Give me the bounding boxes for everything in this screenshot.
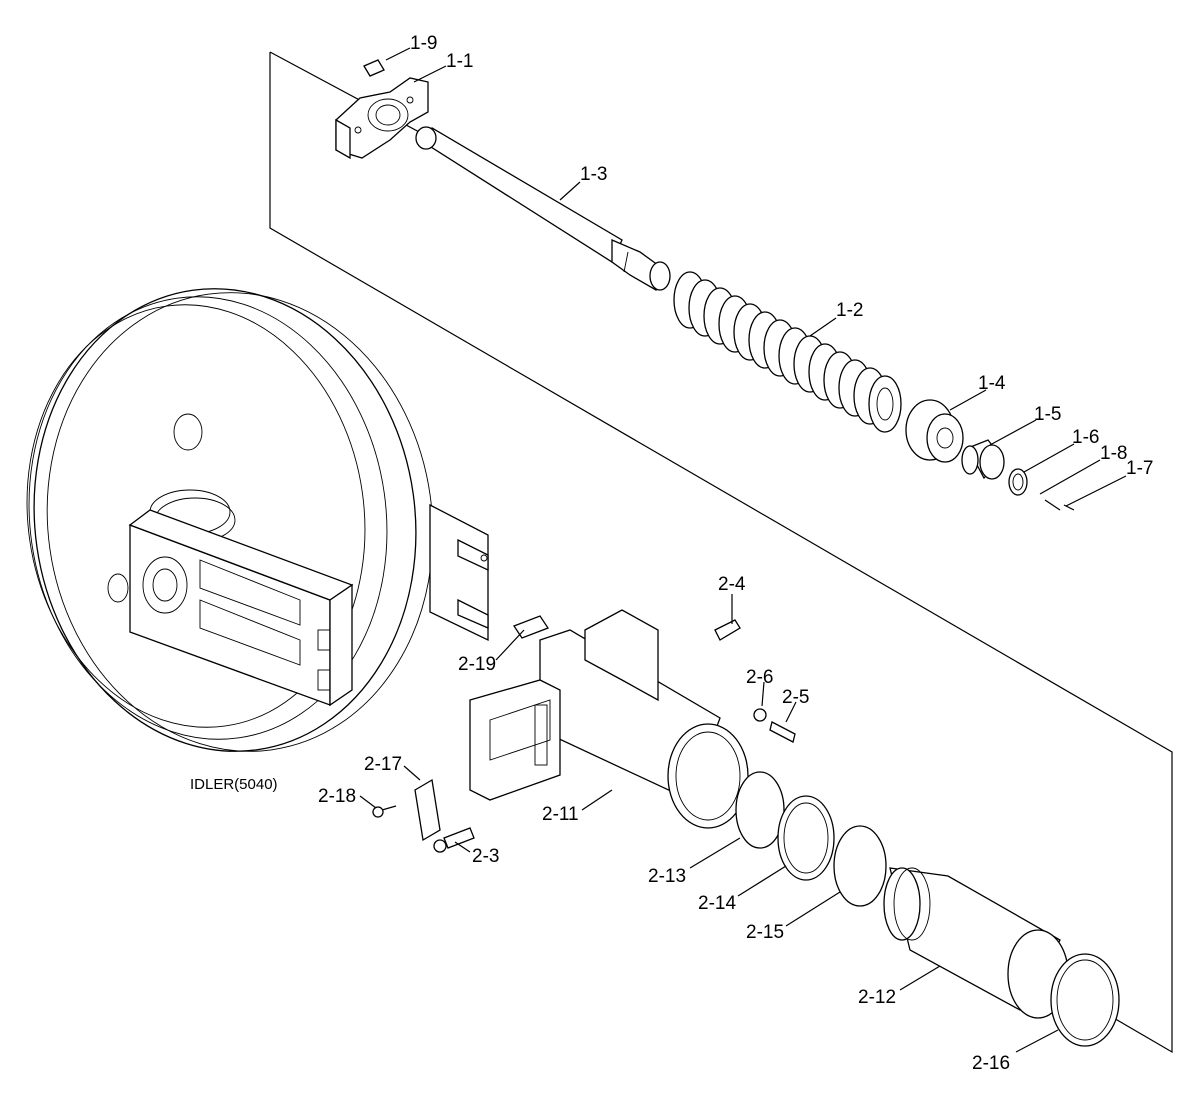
diagram-caption: IDLER(5040) (190, 776, 278, 793)
part-2-5-bolt (769, 721, 796, 743)
part-2-3-grease-fitting (433, 827, 475, 853)
part-2-18-bolt (372, 805, 397, 818)
part-1-9-plate (363, 59, 385, 77)
label-2-11: 2-11 (542, 804, 579, 825)
part-1-4-cap (905, 399, 964, 463)
part-1-7-pin (1063, 504, 1075, 511)
label-2-14: 2-14 (698, 893, 736, 914)
part-1-1-bracket (335, 77, 429, 160)
part-2-12-piston (883, 867, 1069, 1019)
label-1-5: 1-5 (1034, 404, 1061, 425)
label-1-8: 1-8 (1100, 443, 1127, 464)
part-1-2-spring (673, 271, 902, 433)
label-2-13: 2-13 (648, 866, 686, 887)
label-2-6: 2-6 (746, 667, 773, 688)
part-2-11-housing-block (469, 609, 659, 801)
part-1-5-bushing (961, 439, 1005, 480)
part-1-3-rod (415, 126, 671, 291)
idler-side-block (429, 503, 489, 642)
label-2-3: 2-3 (472, 846, 499, 867)
label-2-18: 2-18 (318, 786, 356, 807)
part-1-8-pin (1044, 499, 1061, 511)
part-2-16-ring-inner (1056, 959, 1114, 1041)
part-labels: 1-9 1-1 1-3 1-2 1-4 1-5 1-6 1-8 1-7 2-4 … (318, 33, 1153, 1074)
part-1-6-washer (1008, 468, 1028, 496)
part-2-14-ring-inner (783, 802, 829, 874)
label-1-1: 1-1 (446, 51, 473, 72)
part-2-17-bracket (414, 778, 441, 842)
leader-lines (359, 47, 1127, 1053)
label-2-4: 2-4 (718, 574, 746, 595)
part-2-16-ring (1050, 953, 1120, 1047)
part-2-19-plate (513, 615, 549, 639)
label-1-7: 1-7 (1126, 458, 1153, 479)
part-1-6-washer-hole (1012, 473, 1024, 491)
label-1-3: 1-3 (580, 164, 607, 185)
label-2-12: 2-12 (858, 987, 896, 1008)
label-2-5: 2-5 (782, 687, 809, 708)
part-2-15-sleeve (833, 825, 887, 907)
idler-bearing-block (128, 509, 354, 707)
label-2-15: 2-15 (746, 922, 784, 943)
part-2-14-ring (777, 795, 835, 881)
label-1-9: 1-9 (410, 33, 437, 54)
part-2-6-washer (753, 708, 767, 722)
part-2-13-ring (735, 771, 785, 849)
part-2-4-bolt (714, 619, 741, 641)
label-2-16: 2-16 (972, 1053, 1010, 1074)
part-2-11-cylinder (539, 629, 749, 829)
label-1-2: 1-2 (836, 300, 863, 321)
label-2-19: 2-19 (458, 654, 496, 675)
idler-wheel (26, 288, 434, 752)
label-1-6: 1-6 (1072, 427, 1099, 448)
label-1-4: 1-4 (978, 373, 1006, 394)
label-2-17: 2-17 (364, 754, 402, 775)
